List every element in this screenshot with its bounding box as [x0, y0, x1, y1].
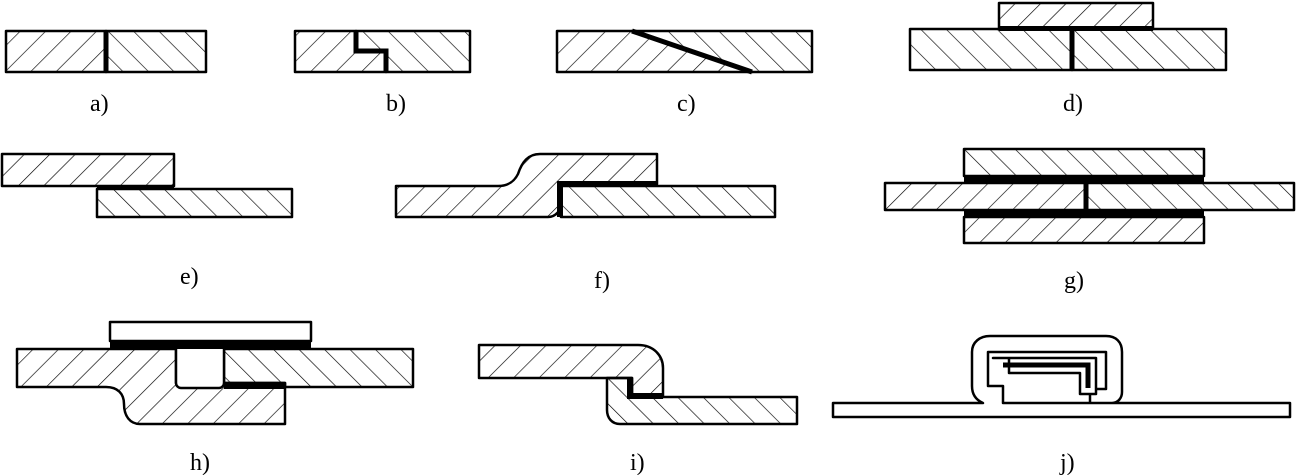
joint-b-seam [353, 31, 389, 72]
joint-e-adhesive [97, 185, 174, 190]
joint-h-cover-adhesive [110, 341, 311, 349]
joint-b: b) [293, 29, 472, 117]
joint-g-right-part [1084, 181, 1296, 212]
joint-h-plug [174, 341, 226, 390]
caption-h: h) [190, 450, 210, 475]
joint-g-left-part [883, 181, 1088, 212]
joint-f-joggled-part [394, 152, 659, 219]
joint-h-right-part [222, 347, 415, 389]
joint-f-adhesive [557, 181, 657, 217]
joint-g-bottom-adhesive [964, 210, 1204, 217]
joint-f: f) [394, 152, 777, 294]
joint-j-left-sheet [831, 334, 1292, 419]
joint-a: a) [4, 29, 208, 117]
caption-g: g) [1064, 268, 1084, 294]
joint-d-left-part [908, 27, 1074, 72]
joint-h-left-part [15, 347, 287, 426]
caption-f: f) [594, 268, 610, 294]
caption-j: j) [1059, 450, 1075, 475]
caption-d: d) [1063, 91, 1083, 117]
caption-a: a) [90, 91, 109, 117]
joint-d: d) [908, 1, 1228, 117]
caption-e: e) [180, 264, 199, 290]
joint-d-adhesive [999, 26, 1153, 31]
joint-i-upper-part [477, 343, 665, 399]
joint-i: i) [477, 343, 799, 475]
joint-j-interlock [1003, 362, 1091, 388]
joint-j: j) [831, 334, 1292, 475]
joint-a-left-part [4, 29, 108, 74]
caption-b: b) [386, 91, 406, 117]
caption-c: c) [677, 91, 696, 117]
joint-g-top-adhesive [964, 176, 1204, 183]
joint-d-right-part [1070, 27, 1228, 72]
joint-e-upper-part [0, 152, 176, 188]
joint-a-right-part [104, 29, 208, 74]
joint-h-lap-adhesive [224, 383, 285, 389]
joint-d-strap [997, 1, 1155, 31]
joint-g-bottom-strap [962, 215, 1206, 245]
joint-c: c) [555, 28, 814, 117]
joint-g-top-strap [962, 147, 1206, 178]
joint-g: g) [883, 147, 1296, 294]
joint-e-lower-part [95, 187, 294, 219]
joint-i-adhesive [627, 378, 663, 399]
joint-c-seam [631, 28, 753, 75]
joint-h: h) [15, 320, 415, 475]
joint-h-cover-plate [108, 320, 313, 343]
joint-e: e) [0, 152, 294, 290]
joint-i-lower-part [605, 376, 799, 426]
joint-f-lower-part [559, 184, 777, 219]
caption-i: i) [630, 450, 645, 475]
